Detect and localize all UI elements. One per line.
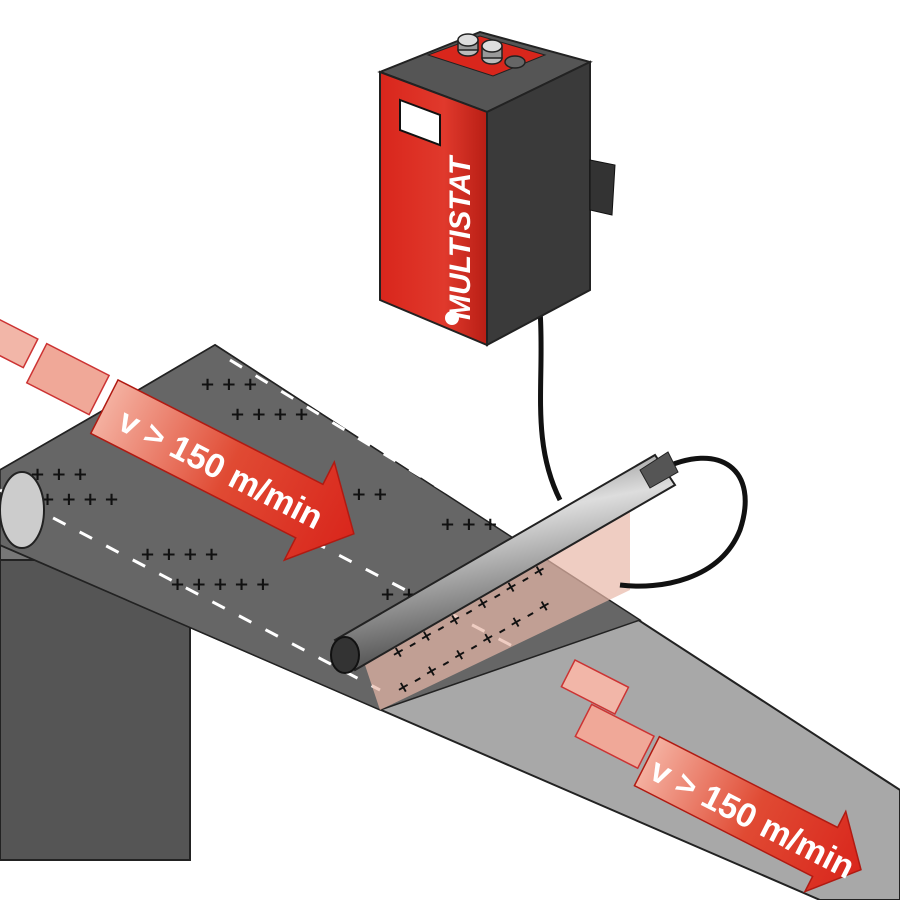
logo-emblem <box>445 311 459 325</box>
svg-text:+ + + +: + + + + <box>140 544 219 565</box>
svg-text:+ + + +: + + + + <box>230 404 309 425</box>
cable-bar <box>619 455 748 589</box>
svg-text:+ + +: + + + <box>440 514 498 535</box>
ionizing-bar <box>330 451 679 674</box>
svg-text:+ + + + +: + + + + + <box>170 574 270 595</box>
brand-logo: MULTISTAT <box>444 154 477 320</box>
control-knobs <box>457 33 526 69</box>
charge-plus-marks: + + + + + + + + + + + + + + + + + + + + + +… <box>30 374 498 605</box>
svg-text:+ + +: + + + <box>200 374 258 395</box>
svg-text:+ + +: + + + <box>30 464 88 485</box>
roller <box>0 471 45 549</box>
svg-text:+ + + +: + + + + <box>40 489 119 510</box>
cable-device <box>537 309 563 502</box>
meter-display <box>399 98 441 147</box>
multistat-device: MULTISTAT <box>377 30 616 347</box>
